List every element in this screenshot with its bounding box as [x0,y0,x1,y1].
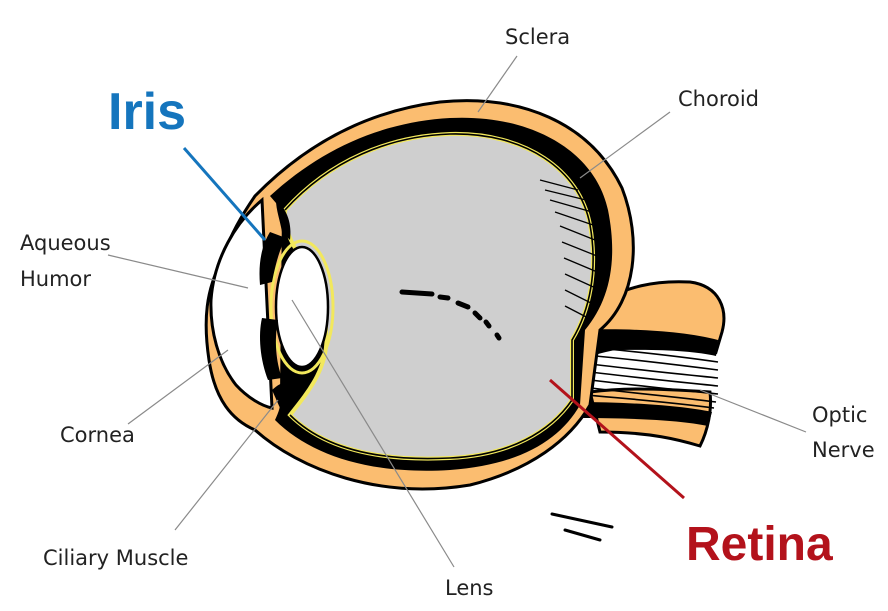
vitreous-detail [399,289,502,341]
choroid-striations [539,179,603,321]
optic-nerve-label-line2: Nerve [812,438,875,462]
sclera-label: Sclera [505,25,571,49]
iris-lower [260,318,282,380]
iris-leader-line [182,147,267,241]
choroid-label: Choroid [678,87,760,111]
ciliary-muscle-label: Ciliary Muscle [43,546,189,570]
optic-nerve-label-line1: Optic [812,403,868,427]
retina-layer [284,133,594,460]
leader-lines [107,55,807,568]
iris-label: Iris [108,83,187,141]
iris-upper [259,232,286,285]
ciliary-body-upper [276,200,291,240]
aqueous-humor-label-line2: Humor [20,267,92,291]
retina-leader-line [549,378,685,500]
retina-label: Retina [686,518,833,571]
lens-label: Lens [445,576,494,600]
cornea-label: Cornea [60,423,135,447]
aqueous-humor-label-line1: Aqueous [20,231,111,255]
motion-marks [550,512,614,542]
lens-shape [274,245,330,369]
ciliary-body-lower [272,382,296,408]
cornea-shape [209,196,274,410]
